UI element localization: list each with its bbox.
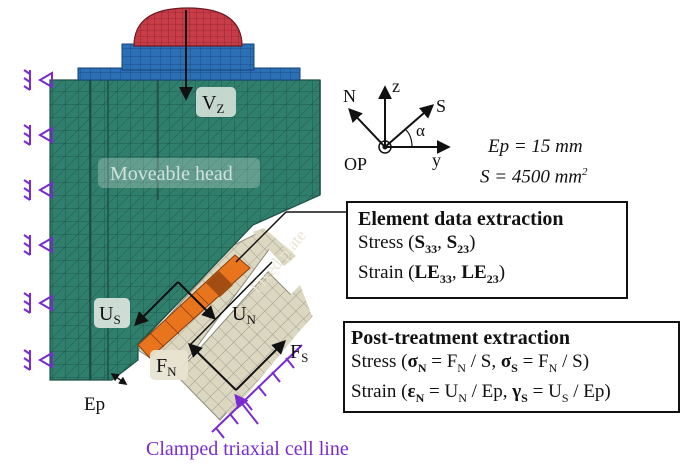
axis-n-label: N <box>343 86 356 106</box>
support-icon <box>23 124 53 146</box>
clamp-caption: Clamped triaxial cell line <box>146 438 349 460</box>
support-icon <box>23 234 53 256</box>
clamp-line <box>211 344 303 439</box>
us-label: US <box>99 303 121 327</box>
un-label: UN <box>232 303 256 327</box>
axis-z-label: z <box>392 76 400 96</box>
fs-label: FS <box>290 341 308 365</box>
ep-dimension <box>110 373 128 385</box>
support-icon <box>23 292 53 314</box>
post-stress-line: Stress (σN = FN / S, σS = FN / S) <box>351 351 590 375</box>
connector-lines <box>235 211 346 263</box>
element-box-title: Element data extraction <box>358 208 564 230</box>
ep-label: Ep <box>84 394 105 415</box>
axis-y-label: y <box>432 150 441 170</box>
axis-triad <box>348 85 451 154</box>
element-strain-line: Strain (LE33, LE23) <box>358 261 506 286</box>
support-icon <box>23 179 53 201</box>
loading-plate <box>77 43 301 81</box>
load-arrows <box>134 10 286 391</box>
vz-label: VZ <box>202 92 224 116</box>
support-icon <box>23 69 53 91</box>
element-data-box: Element data extraction Stress (S33, S23… <box>346 201 628 299</box>
interface-elements <box>137 254 251 359</box>
post-box-title: Post-treatment extraction <box>351 327 570 349</box>
ep-parameter: Ep = 15 mm <box>488 136 583 157</box>
fn-label: FN <box>156 355 177 379</box>
axis-s-label: S <box>436 96 446 116</box>
axis-alpha-label: α <box>416 121 425 140</box>
moveable-head-label: Moveable head <box>110 163 233 185</box>
support-symbols <box>23 69 53 371</box>
s-parameter: S = 4500 mm2 <box>480 166 588 188</box>
axis-op-label: OP <box>344 154 367 174</box>
dome-cap <box>133 7 243 47</box>
post-treatment-box: Post-treatment extraction Stress (σN = F… <box>343 321 680 413</box>
support-icon <box>23 349 53 371</box>
element-stress-line: Stress (S33, S23) <box>358 232 476 256</box>
post-strain-line: Strain (εN = UN / Ep, γS = US / Ep) <box>351 380 611 405</box>
